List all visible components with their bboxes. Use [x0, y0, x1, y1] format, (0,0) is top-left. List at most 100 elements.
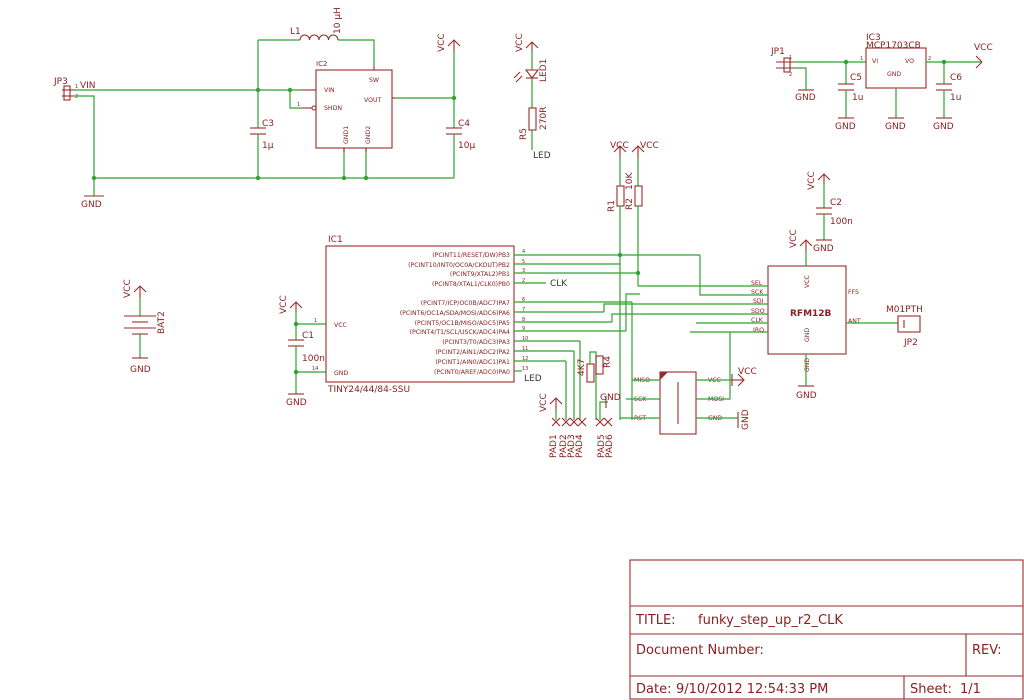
pad3-label: PAD3: [567, 434, 577, 458]
vcc-label-pads: VCC: [539, 393, 549, 412]
l1-value: 10 µH: [333, 7, 343, 34]
vcc-label-r2: VCC: [640, 141, 659, 151]
ic1-right-pins: (PCINT11/RESET/DW)PB3 (PCINT10/INT0/OC0A…: [400, 249, 529, 376]
ic1-pinnum-5: 5: [522, 259, 525, 265]
rfm-pin-gnd2: GND: [804, 358, 811, 372]
ic1-pin-gnd: GND: [334, 370, 348, 377]
l1-inductor: L1 10 µH: [290, 7, 343, 41]
jp1-ref: JP1: [770, 47, 785, 57]
sheet-value: 1/1: [960, 682, 981, 697]
battery-section: VCC BAT2 GND: [123, 279, 167, 375]
vcc-label-ldo: VCC: [974, 43, 993, 53]
led-section: VCC LED1 R5 270R LED: [513, 33, 551, 161]
ic2-pin-gnd1: GND1: [343, 126, 350, 144]
ic3-pin-vo: VO: [905, 58, 914, 65]
c2-section: VCC C2 100n GND: [807, 171, 853, 254]
ic1-pin-pb1: (PCINT9/XTAL2)PB1: [450, 271, 510, 278]
ic2-pin-vin: VIN: [324, 87, 335, 94]
ic1-pinnum-2: 2: [522, 278, 525, 284]
title-block: TITLE: funky_step_up_r2_CLK Document Num…: [629, 559, 1024, 700]
gnd-label-pads: GND: [600, 393, 621, 403]
pad4-label: PAD4: [575, 434, 585, 458]
ldo-section: JP1 1 2 GND IC3 MCP1703CB VI VO GND 1 2 …: [770, 33, 993, 132]
rev-label: REV:: [972, 643, 1001, 658]
ic3-pin2: 2: [928, 56, 931, 62]
ic2-pin-vout: VOUT: [364, 97, 382, 104]
ic1-pin-pa6: (PCINT6/OC1A/SDA/MOSI/ADC6)PA6: [400, 310, 510, 317]
bat2-ref: BAT2: [157, 311, 167, 334]
vcc-label-r1: VCC: [610, 141, 629, 151]
ic1-pinnum-6: 6: [522, 297, 525, 303]
r2-ref: R2: [625, 198, 635, 210]
boost-section: JP3 1 2 VIN GND L1 10 µH: [53, 7, 475, 210]
c4-value: 10µ: [458, 141, 475, 151]
ic1-ref: IC1: [328, 235, 343, 245]
vcc-label-c2: VCC: [807, 171, 817, 190]
ic3-value: MCP1703CB: [866, 41, 921, 51]
date-label: Date:: [636, 682, 671, 697]
ic3-pin-vi: VI: [872, 58, 878, 65]
gnd-label-rfm: GND: [796, 391, 817, 401]
ic2-ref: IC2: [316, 60, 327, 68]
ic2-pin-num: 1: [297, 102, 300, 108]
rfm-pin-sdo: SDO: [751, 308, 765, 315]
ic1-pin-pa0: (PCINT0/AREF/ADC0)PA0: [434, 369, 510, 376]
r4-ref: R4: [603, 356, 613, 368]
ic3-pin-gnd: GND: [887, 71, 901, 78]
ic1-pin-pa2: (PCINT2/AIN1/ADC2)PA2: [435, 349, 510, 356]
jp1-pin2: 2: [789, 72, 792, 78]
c1-value: 100n: [302, 354, 325, 364]
c4-capacitor: C4 10µ: [446, 119, 475, 151]
gnd-label-bat: GND: [130, 365, 151, 375]
gnd-label-boost: GND: [81, 200, 102, 210]
gnd-label-ic3: GND: [885, 122, 906, 132]
c2-ref: C2: [830, 198, 842, 208]
ic1-section: VCC C1 100n GND IC1 TINY24/44/84-SSU VCC…: [279, 235, 700, 408]
rfm-pin-ant: ANT: [848, 318, 861, 325]
c5-value: 1u: [852, 93, 863, 103]
ic1-pinnum-11: 11: [522, 346, 528, 352]
ic1-pin14-num: 14: [312, 366, 318, 372]
r1-value: 10K: [625, 172, 635, 190]
c3-ref: C3: [262, 119, 274, 129]
gnd-label-ic1: GND: [286, 398, 307, 408]
r3-ref: 4K7: [577, 359, 587, 376]
isp-header: MISO SCK RST VCC MOSI GND VCC GND: [620, 332, 757, 435]
c5-ref: C5: [850, 73, 862, 83]
vcc-label-isp: VCC: [738, 367, 757, 377]
ic1-pinnum-3: 3: [522, 268, 525, 274]
ic1-pin-pb2: (PCINT10/INT0/OC0A/CKOUT)PB2: [408, 262, 510, 269]
vcc-label-led: VCC: [515, 33, 525, 52]
title-label: TITLE:: [635, 613, 676, 628]
gnd-label-isp: GND: [741, 409, 751, 430]
ic1-pinnum-7: 7: [522, 307, 525, 313]
led1-ref: LED1: [539, 59, 549, 82]
rfm12b-label: RFM12B: [790, 309, 832, 319]
c3-capacitor: C3 1µ: [250, 119, 274, 151]
jp2-ref: JP2: [903, 338, 918, 348]
ic1-pinnum-9: 9: [522, 326, 525, 332]
vcc-label-rfm: VCC: [789, 229, 799, 248]
jp3-pin2: 2: [75, 94, 78, 100]
ic1-pin1-num: 1: [314, 318, 317, 324]
led-net-label: LED: [533, 151, 551, 161]
gnd-label-jp1: GND: [795, 93, 816, 103]
c1-ref: C1: [302, 331, 314, 341]
c3-value: 1µ: [262, 141, 274, 151]
rfm12b-section: RFM12B SEL SCK SDI SDO CLK IRQ FFS ANT V…: [603, 229, 923, 420]
rfm-pin-sck: SCK: [751, 289, 764, 296]
pullup-section: VCC VCC R1 R2 10K: [607, 141, 659, 420]
sheet-label: Sheet:: [910, 682, 952, 697]
jp3-pin1: 1: [75, 84, 78, 90]
led-net-label-ic1: LED: [524, 374, 542, 384]
clk-net-label: CLK: [550, 279, 568, 289]
ic1-pin-pa5: (PCINT5/OC1B/MISO/ADC5)PA5: [415, 320, 510, 327]
r5-ref: R5: [519, 128, 529, 140]
rfm-pin-gnd1: GND: [804, 328, 811, 342]
ic3-pin1: 1: [860, 56, 863, 62]
ic1-pinnum-10: 10: [522, 336, 528, 342]
jp3-connector: JP3 1 2 VIN: [53, 77, 96, 101]
l1-ref: L1: [290, 27, 301, 37]
doc-number-label: Document Number:: [636, 643, 764, 658]
